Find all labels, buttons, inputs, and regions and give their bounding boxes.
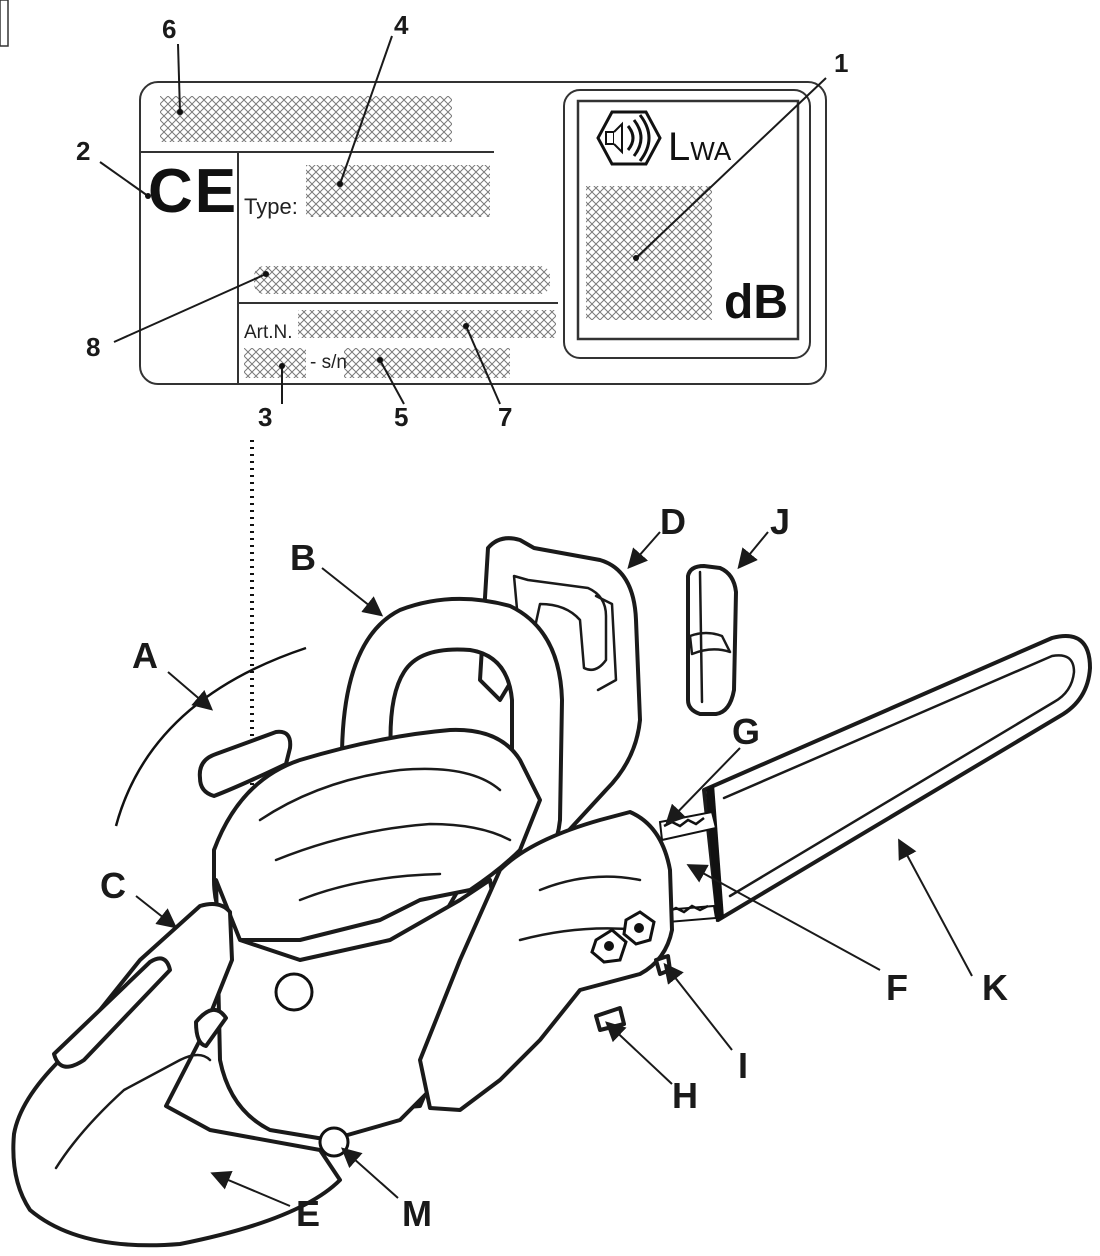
serial-label: - s/n <box>310 352 347 373</box>
chainsaw <box>11 536 1092 1248</box>
part-callout-g: G <box>732 711 760 752</box>
part-callout-h: H <box>672 1075 698 1116</box>
lwa-label: LWA <box>668 125 732 169</box>
field-6 <box>160 96 452 142</box>
part-callout-a: A <box>132 635 158 676</box>
field-1 <box>586 186 712 320</box>
chain <box>658 810 718 924</box>
lwa-sub: WA <box>690 136 732 166</box>
part-callout-f: F <box>886 967 908 1008</box>
field-3 <box>244 348 306 378</box>
part-callout-k: K <box>982 967 1008 1008</box>
plate-callout-3: 3 <box>258 402 272 432</box>
guide-bar <box>702 634 1092 922</box>
arc-a <box>114 646 307 827</box>
part-callout-c: C <box>100 865 126 906</box>
part-callout-i: I <box>738 1045 748 1086</box>
plate-callout-4: 4 <box>394 10 409 40</box>
rating-plate: CE Type: Art.N. - s/n LWA dB <box>139 81 827 385</box>
plate-callout-6: 6 <box>162 14 176 44</box>
air-filter-part <box>686 564 738 716</box>
plate-callout-8: 8 <box>86 332 100 362</box>
field-4 <box>306 165 490 217</box>
lwa-main: L <box>668 125 690 169</box>
plate-callout-2: 2 <box>76 136 90 166</box>
part-leaders <box>135 531 973 1207</box>
part-callout-d: D <box>660 501 686 542</box>
plate-callout-5: 5 <box>394 402 408 432</box>
rear-grip <box>11 902 350 1248</box>
part-callout-j: J <box>770 501 790 542</box>
plate-leaders <box>99 35 827 405</box>
corner-tab <box>0 0 9 47</box>
choke-knob <box>274 972 314 1012</box>
part-callout-e: E <box>296 1193 320 1234</box>
part-callout-b: B <box>290 537 316 578</box>
plate-callout-1: 1 <box>834 48 848 78</box>
plate-callout-7: 7 <box>498 402 512 432</box>
art-number-label: Art.N. <box>244 322 293 343</box>
field-8 <box>254 266 550 294</box>
type-label: Type: <box>244 194 298 219</box>
starter-grip <box>197 729 293 798</box>
db-label: dB <box>724 276 788 329</box>
ce-mark: CE <box>148 157 238 226</box>
sound-icon <box>596 110 662 166</box>
part-callout-m: M <box>402 1193 432 1234</box>
oil-cap <box>318 1126 350 1158</box>
field-7 <box>298 310 556 338</box>
clutch-cover <box>418 810 674 1112</box>
field-5 <box>344 348 510 378</box>
